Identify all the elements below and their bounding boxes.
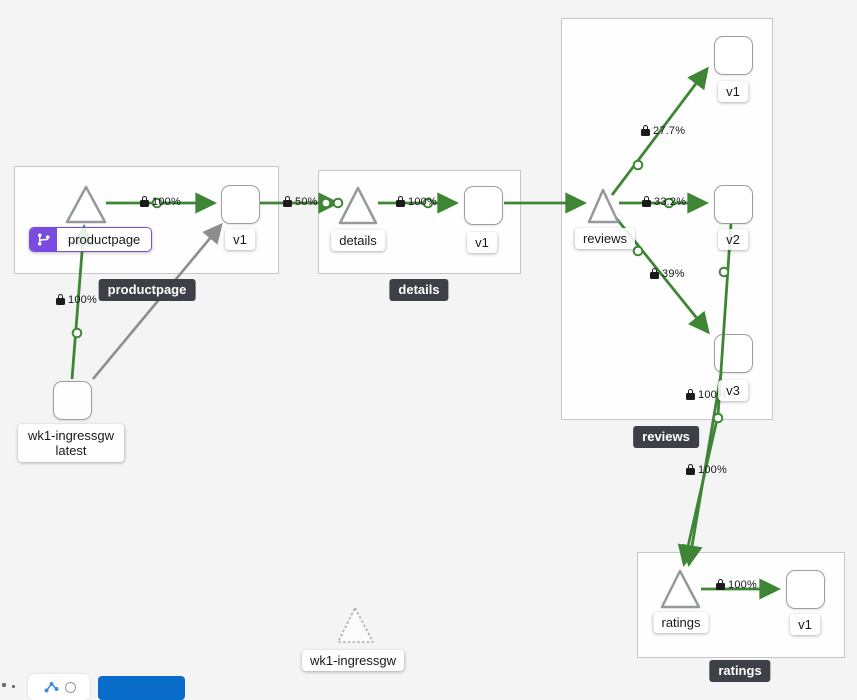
group-badge-ratings: ratings xyxy=(709,660,771,682)
edge-label-productpage-to-v1: 100% xyxy=(140,195,181,208)
label-productpage-service[interactable]: productpage xyxy=(29,227,153,252)
graph-tour-button[interactable] xyxy=(28,674,90,700)
edge-label-ingress-to-productpage: 100% xyxy=(56,293,97,306)
label-details-service[interactable]: details xyxy=(331,230,385,251)
edge-percent: 39% xyxy=(662,268,685,280)
lock-icon xyxy=(716,578,725,590)
lock-icon xyxy=(140,195,149,207)
label-productpage-v1[interactable]: v1 xyxy=(225,229,255,250)
node-label: productpage xyxy=(68,232,141,247)
edge-percent: 27.7% xyxy=(653,125,686,137)
edge-ingress-to-productpage-v1[interactable] xyxy=(92,222,223,380)
node-reviews-v2[interactable] xyxy=(714,185,753,224)
lock-icon xyxy=(642,195,651,207)
lock-icon xyxy=(641,124,650,136)
traffic-dots xyxy=(71,159,730,424)
code-branch-icon xyxy=(37,233,50,246)
node-productpage-service[interactable] xyxy=(65,185,107,224)
edge-label-reviews-v3-to-ratings: 100% xyxy=(686,463,727,476)
edge-label-reviews-to-v2: 33.2% xyxy=(642,195,687,208)
node-details-service[interactable] xyxy=(338,186,378,225)
node-ingress-workload[interactable] xyxy=(53,381,92,420)
group-badge-reviews: reviews xyxy=(633,426,699,448)
label-details-v1[interactable]: v1 xyxy=(467,232,497,253)
node-ratings-v1[interactable] xyxy=(786,570,825,609)
label-ratings-service[interactable]: ratings xyxy=(653,612,709,633)
share-nodes-icon xyxy=(44,681,58,692)
label-reviews-v1[interactable]: v1 xyxy=(718,81,748,102)
edge-ingress-to-productpage[interactable] xyxy=(70,223,94,380)
group-badge-details: details xyxy=(389,279,449,301)
edge-percent: 33.2% xyxy=(654,196,687,208)
node-reviews-service[interactable] xyxy=(587,188,620,224)
label-line1: wk1-ingressgw xyxy=(28,428,114,443)
edge-reviews-v3-to-ratings[interactable] xyxy=(681,373,723,567)
lock-icon xyxy=(396,195,405,207)
node-details-v1[interactable] xyxy=(464,186,503,225)
edge-percent: 100% xyxy=(728,579,757,591)
edge-percent: 50% xyxy=(295,196,318,208)
node-reviews-v1[interactable] xyxy=(714,36,753,75)
edge-label-ratings-to-v1: 100% xyxy=(716,578,757,591)
edge-reviews-to-v1[interactable] xyxy=(610,66,709,196)
node-ingress-idle-service[interactable] xyxy=(337,607,374,643)
label-ingress-workload[interactable]: wk1-ingressgw latest xyxy=(18,424,124,462)
lock-icon xyxy=(283,195,292,207)
virtual-service-badge xyxy=(30,228,57,251)
edge-label-reviews-to-v3: 39% xyxy=(650,267,685,280)
lock-icon xyxy=(686,388,695,400)
lock-icon xyxy=(56,293,65,305)
node-productpage-v1[interactable] xyxy=(221,185,260,224)
edge-label-reviews-to-v1: 27.7% xyxy=(641,124,686,137)
zoom-control-fragment[interactable] xyxy=(2,683,6,687)
label-line2: latest xyxy=(55,443,87,458)
label-reviews-v2[interactable]: v2 xyxy=(718,229,748,250)
edge-percent: 100% xyxy=(408,196,437,208)
label-reviews-service[interactable]: reviews xyxy=(574,228,636,249)
label-reviews-v3[interactable]: v3 xyxy=(718,380,748,401)
edge-label-details-to-v1: 100% xyxy=(396,195,437,208)
node-ratings-service[interactable] xyxy=(660,569,701,609)
edge-percent: 100% xyxy=(152,196,181,208)
legend-button[interactable] xyxy=(98,676,185,700)
zoom-control-fragment[interactable] xyxy=(12,685,15,688)
lock-icon xyxy=(686,463,695,475)
group-badge-productpage: productpage xyxy=(98,279,196,301)
label-ratings-v1[interactable]: v1 xyxy=(790,614,820,635)
edge-percent: 100% xyxy=(698,464,727,476)
edge-percent: 100% xyxy=(68,294,97,306)
edge-label-productpage-v1-to-details: 50% xyxy=(283,195,318,208)
label-ingress-idle[interactable]: wk1-ingressgw xyxy=(302,650,404,671)
lock-icon xyxy=(650,267,659,279)
